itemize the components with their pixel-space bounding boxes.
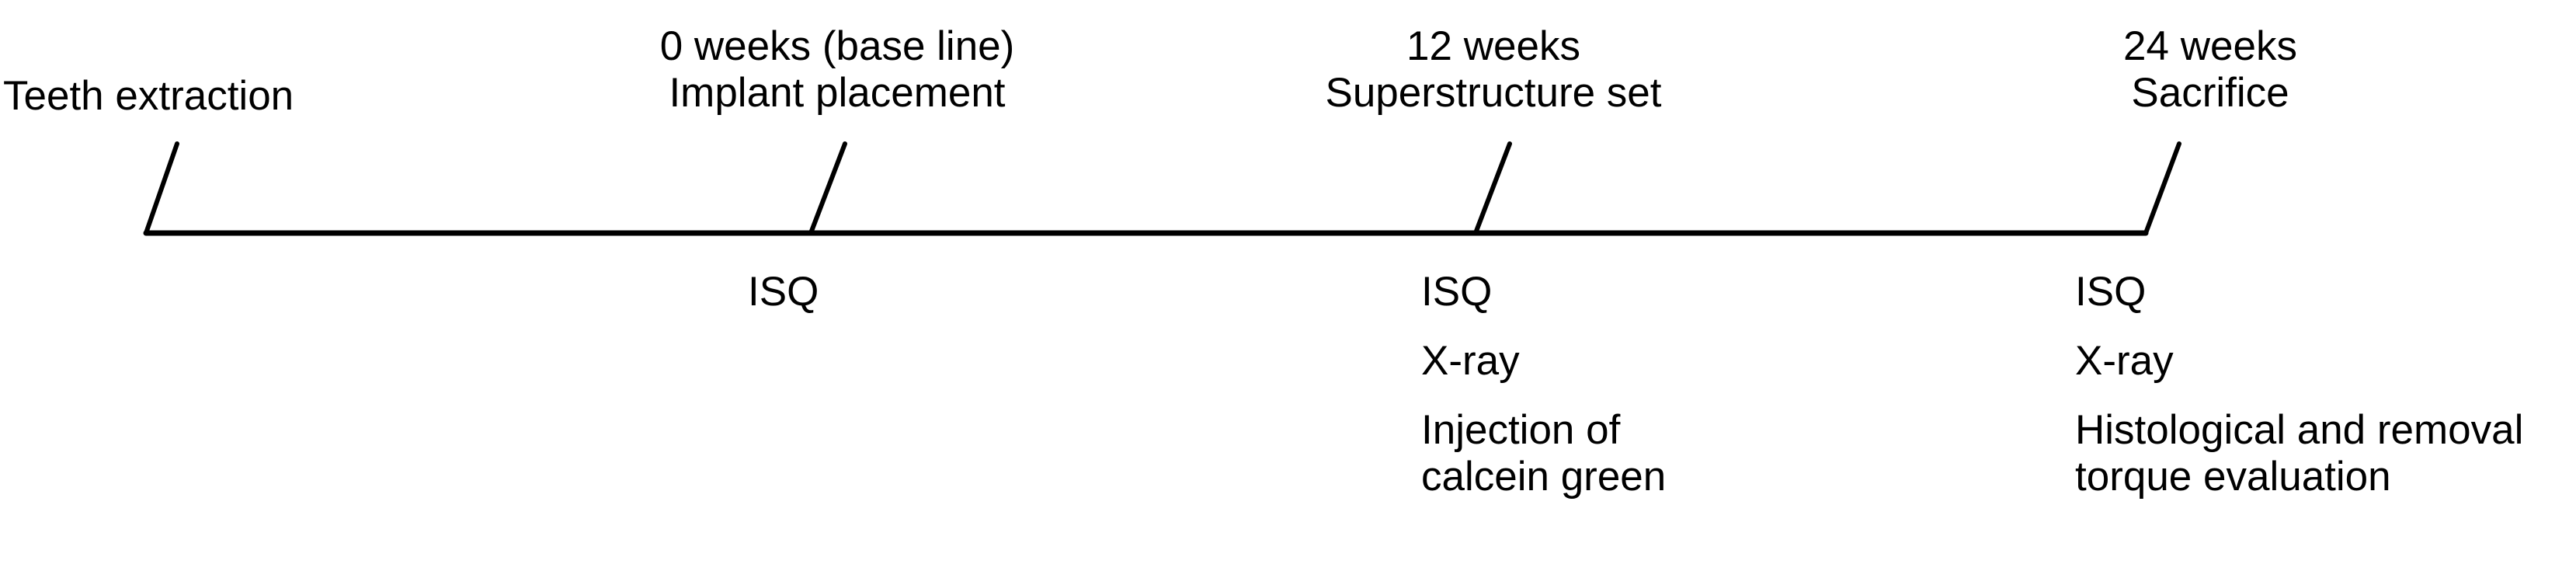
milestone-above-line: 24 weeks <box>2123 23 2297 69</box>
tick-sacrifice <box>2143 141 2181 235</box>
measurement-histological: Histological and removal <box>2075 407 2524 453</box>
measurement-xray: X-ray <box>2075 338 2174 384</box>
milestone-12-weeks-measurements: ISQ X-ray Injection of calcein green <box>1421 269 1666 500</box>
milestone-12-weeks-label: 12 weeks Superstructure set <box>1325 23 1661 117</box>
milestone-above-line: Implant placement <box>669 70 1006 116</box>
milestone-baseline-measurements: ISQ <box>748 269 819 315</box>
milestone-baseline-label: 0 weeks (base line) Implant placement <box>660 23 1015 117</box>
measurement-isq: ISQ <box>2075 269 2147 315</box>
measurement-torque: torque evaluation <box>2075 454 2391 500</box>
measurement-xray: X-ray <box>1421 338 1520 384</box>
milestone-teeth-extraction-label: Teeth extraction <box>3 73 294 120</box>
milestone-above-line: 0 weeks (base line) <box>659 23 1015 69</box>
milestone-above-line: 12 weeks <box>1406 23 1580 69</box>
tick-superstructure-set <box>1473 141 1512 235</box>
milestone-24-weeks-measurements: ISQ X-ray Histological and removal torqu… <box>2075 269 2523 500</box>
measurement-isq: ISQ <box>748 269 819 315</box>
milestone-above-line: Superstructure set <box>1325 70 1662 116</box>
milestone-24-weeks-label: 24 weeks Sacrifice <box>2123 23 2297 117</box>
tick-implant-placement <box>808 141 847 235</box>
milestone-above-line: Teeth extraction <box>3 73 294 119</box>
measurement-calcein: calcein green <box>1421 454 1667 500</box>
tick-teeth-extraction <box>144 141 179 235</box>
measurement-isq: ISQ <box>1421 269 1493 315</box>
measurement-injection: Injection of <box>1421 407 1621 453</box>
milestone-above-line: Sacrifice <box>2131 70 2289 116</box>
